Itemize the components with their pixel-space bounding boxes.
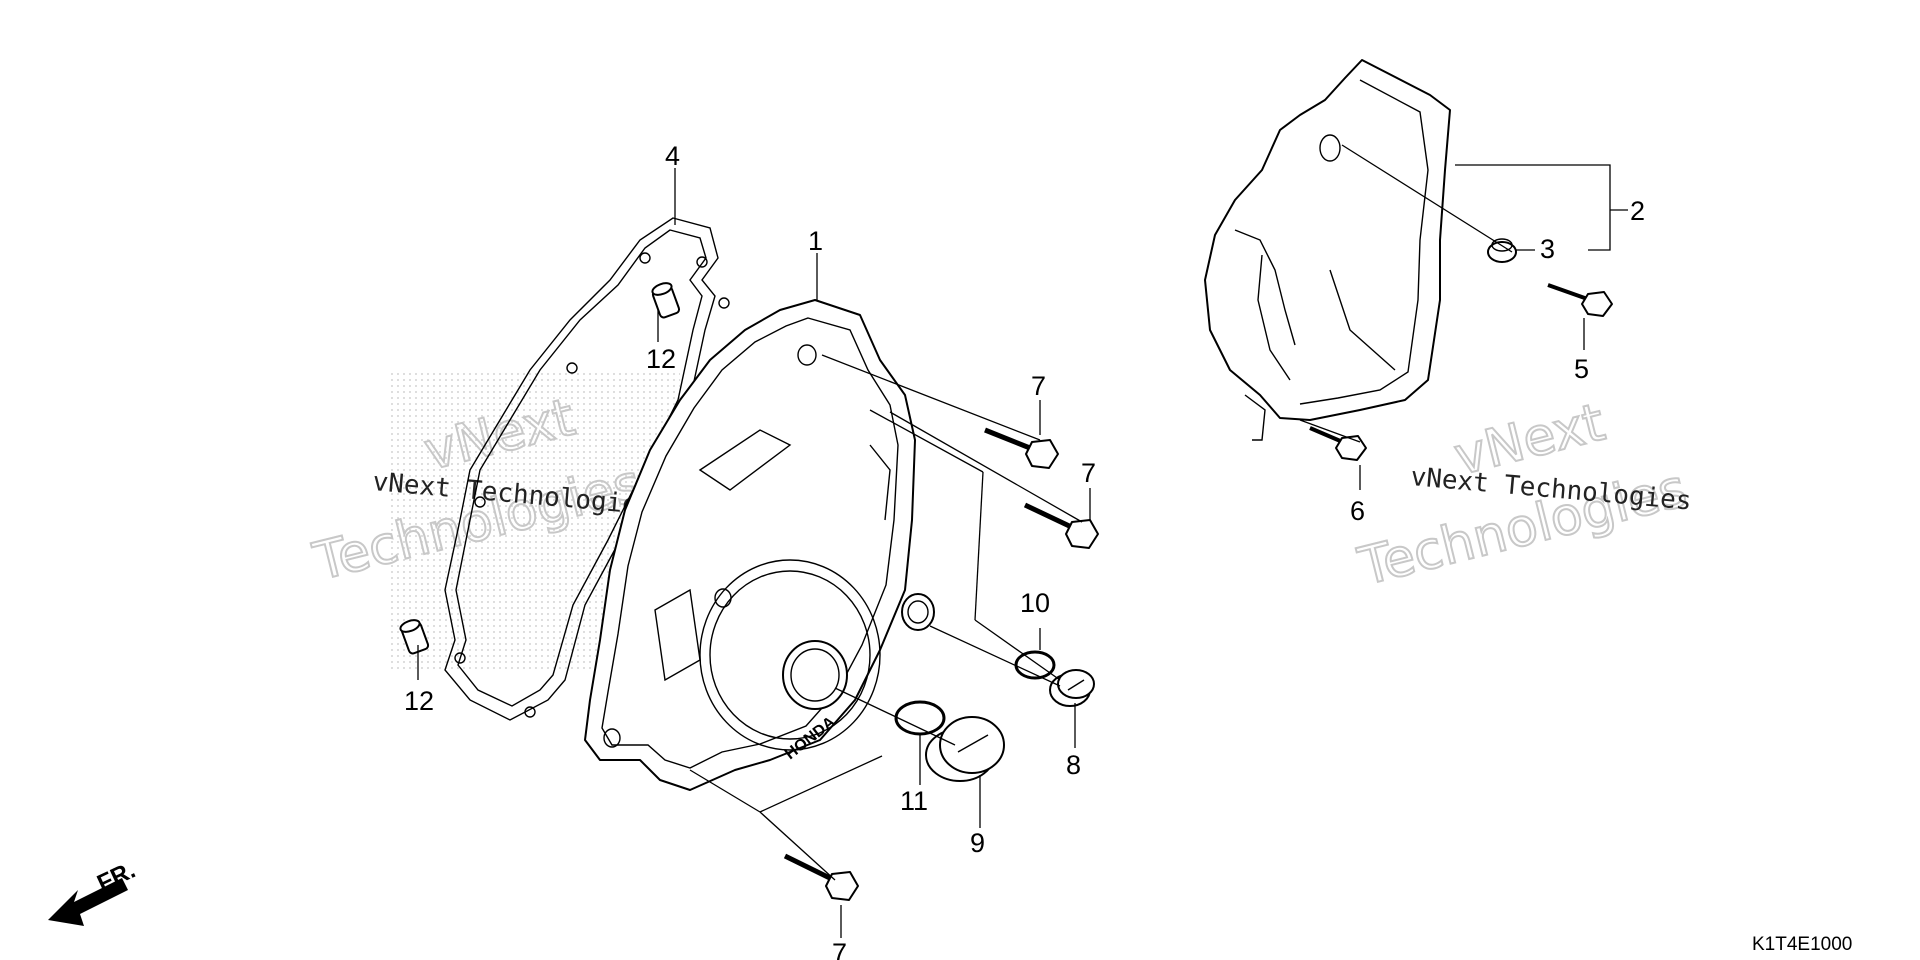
leader-lines [417, 144, 1628, 938]
label-part-2: 2 [1630, 196, 1645, 226]
label-part-5: 5 [1574, 354, 1589, 384]
label-part-7-upper: 7 [1031, 371, 1046, 401]
plug-part-8 [1049, 669, 1095, 707]
label-part-7-middle: 7 [1081, 458, 1096, 488]
sprocket-cover-part-2 [1204, 59, 1451, 441]
collar-part-3 [1487, 238, 1517, 263]
label-part-12-lower: 12 [404, 686, 434, 716]
bolt-part-5 [1547, 283, 1613, 317]
front-direction-marker: FR. [48, 857, 140, 926]
label-part-4: 4 [665, 141, 680, 171]
bolt-part-7-lower [783, 853, 859, 901]
dowel-pin-part-12-lower [399, 619, 430, 655]
label-part-8: 8 [1066, 750, 1081, 780]
plug-part-9 [925, 716, 1005, 782]
dowel-pin-part-12-upper [651, 282, 681, 319]
label-part-12-upper: 12 [646, 344, 676, 374]
label-part-3: 3 [1540, 234, 1555, 264]
label-part-6: 6 [1350, 496, 1365, 526]
label-part-1: 1 [808, 226, 823, 256]
bolt-part-7-upper [984, 427, 1059, 469]
label-part-11: 11 [900, 786, 928, 816]
bolt-part-7-middle [1023, 502, 1099, 549]
label-part-9: 9 [970, 828, 985, 858]
label-part-10: 10 [1020, 588, 1050, 618]
watermark-right: vNext Technologies vNext Technologies [1352, 392, 1694, 599]
front-arrow-icon [48, 878, 128, 926]
drawing-code: K1T4E1000 [1752, 934, 1852, 955]
gasket-part-4 [444, 217, 730, 721]
part-labels: 1 2 3 4 5 6 7 7 7 8 9 10 11 12 12 [404, 141, 1645, 960]
label-part-7-lower: 7 [832, 938, 847, 960]
bolt-part-6 [1309, 426, 1367, 461]
o-ring-part-11 [894, 700, 946, 736]
